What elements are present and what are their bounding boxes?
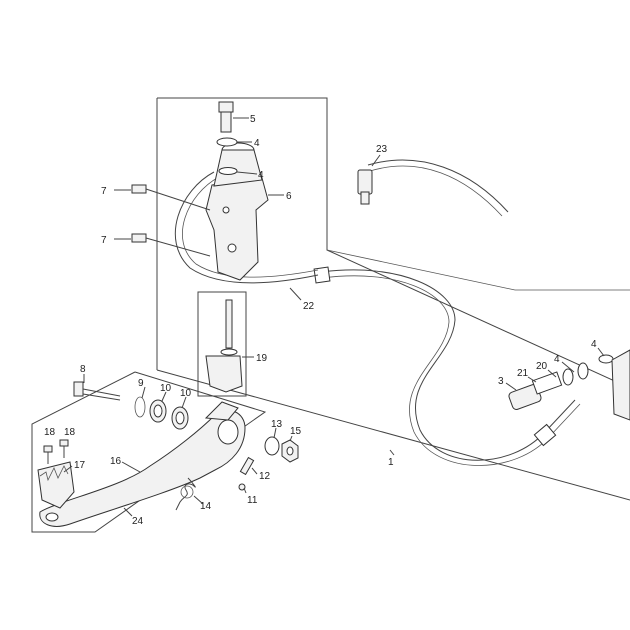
label-18b: 18: [64, 427, 76, 438]
pivot-bolt-head: [73, 381, 84, 397]
hose-22-inner: [182, 176, 319, 278]
washer-4a: [216, 137, 238, 147]
push-rod-nut: [220, 348, 238, 356]
panel-outline: [157, 97, 630, 389]
push-rod: [225, 299, 233, 349]
pedal-foot-end: [45, 512, 59, 522]
label-24: 24: [132, 516, 144, 527]
label-4a: 4: [254, 138, 260, 149]
bolt-7a-shaft: [145, 188, 211, 211]
label-18a: 18: [44, 427, 56, 438]
label-22: 22: [303, 301, 315, 312]
hose-23-fitting: [357, 169, 373, 195]
label-9: 8: [80, 364, 86, 375]
pedal-tip-teeth: [39, 465, 69, 482]
label-17: 17: [74, 460, 86, 471]
bearing-11b-inner: [175, 411, 185, 425]
push-rod-clevis: [205, 355, 243, 393]
pedal-arm-upper: [204, 401, 239, 421]
inset-box-19: [197, 291, 247, 397]
label-3: 3: [498, 376, 504, 387]
label-19: 19: [256, 353, 268, 364]
label-16: 16: [110, 456, 122, 467]
label-4c: 4: [554, 354, 560, 365]
hose-1-inner: [321, 275, 581, 466]
hose-1-joint: [533, 423, 557, 447]
return-spring: [175, 477, 196, 511]
bolt-7b: [131, 233, 147, 243]
tip-bolt-18b: [59, 439, 69, 447]
label-1: 1: [388, 457, 394, 468]
bearing-11a-inner: [153, 404, 163, 418]
slave-cylinder-body: [611, 349, 630, 421]
hose-22: [174, 171, 319, 284]
slave-spring: [531, 371, 563, 395]
pivot-bolt-shaft-2: [82, 393, 121, 401]
tip-bolt-18a: [43, 445, 53, 453]
pivot-bolt-shaft: [82, 388, 121, 397]
label-11a: 10: [160, 383, 172, 394]
master-cylinder: [205, 177, 269, 281]
banjo-bolt: [218, 101, 234, 113]
bolt-13: [239, 456, 255, 476]
washer-4c: [577, 362, 589, 380]
washer-4d: [598, 354, 614, 364]
hose-23-inner: [369, 165, 503, 217]
master-cylinder-neck: [213, 149, 263, 187]
brake-pedal: [39, 410, 246, 527]
nut-15-hole: [286, 446, 294, 456]
label-7a: 7: [101, 186, 107, 197]
panel-connector: [326, 249, 516, 291]
washer-14: [264, 436, 280, 456]
master-cylinder-hole-2: [222, 206, 230, 214]
bolt-7a: [131, 184, 147, 194]
lower-panel-outline: [31, 371, 267, 533]
label-4b: 4: [258, 170, 264, 181]
slave-seal-20: [562, 368, 574, 386]
spring-coil: [180, 485, 194, 499]
banjo-bolt-shaft: [220, 111, 232, 133]
label-11b: 10: [180, 388, 192, 399]
label-20: 20: [536, 361, 548, 372]
label-8: 14: [200, 501, 212, 512]
label-23: 23: [376, 144, 388, 155]
label-14: 13: [271, 419, 283, 430]
label-7b: 7: [101, 235, 107, 246]
screw-12: [238, 483, 246, 491]
pedal-pivot-hole: [217, 419, 239, 445]
label-21: 21: [517, 368, 529, 379]
hose-23: [367, 159, 509, 213]
label-15: 15: [290, 426, 302, 437]
circlip-10: [134, 396, 146, 418]
label-12: 11: [247, 495, 258, 506]
label-10: 9: [138, 378, 144, 389]
panel-outline-diagonal: [156, 369, 630, 501]
bolt-7b-shaft: [145, 237, 211, 257]
washer-4b: [218, 167, 238, 175]
label-6: 6: [286, 191, 292, 202]
pedal-tip: [37, 461, 75, 509]
label-13: 12: [259, 471, 271, 482]
label-4d: 4: [591, 339, 597, 350]
hose-23-tip: [360, 191, 370, 205]
hose-1: [321, 269, 576, 461]
master-cylinder-hole: [227, 243, 237, 253]
leader-lines: [63, 117, 605, 517]
label-5: 5: [250, 114, 256, 125]
